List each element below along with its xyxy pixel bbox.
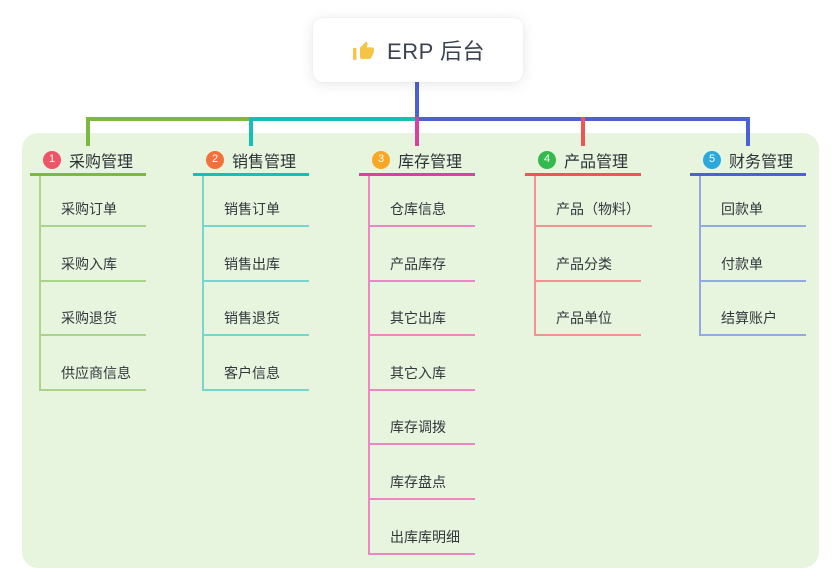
branch-inventory-children: 仓库信息 产品库存 其它出库 其它入库 库存调拨 库存盘点 出库库明细 <box>368 176 475 555</box>
child-node[interactable]: 销售出库 <box>204 227 309 282</box>
child-node[interactable]: 付款单 <box>701 227 806 282</box>
connector-bus-green <box>86 117 253 121</box>
child-node[interactable]: 其它出库 <box>370 282 475 337</box>
branch-purchase-title-node[interactable]: 1 采购管理 <box>30 146 146 176</box>
connector-root-vertical <box>415 82 419 121</box>
child-node[interactable]: 回款单 <box>701 176 806 227</box>
priority-badge-4: 4 <box>538 150 556 169</box>
child-node[interactable]: 产品（物料） <box>536 176 652 227</box>
child-node[interactable]: 销售退货 <box>204 282 309 337</box>
branch-title: 库存管理 <box>398 153 463 171</box>
priority-badge-5: 5 <box>703 150 721 169</box>
child-node[interactable]: 出库库明细 <box>370 500 475 555</box>
child-node[interactable]: 产品单位 <box>536 282 641 337</box>
branch-sales-title-node[interactable]: 2 销售管理 <box>193 146 309 176</box>
child-node[interactable]: 库存盘点 <box>370 445 475 500</box>
child-node[interactable]: 结算账户 <box>701 282 806 337</box>
root-node[interactable]: ERP 后台 <box>313 18 523 82</box>
branch-finance-title-node[interactable]: 5 财务管理 <box>690 146 806 176</box>
branch-sales: 2 销售管理 销售订单 销售出库 销售退货 客户信息 <box>193 146 309 391</box>
priority-badge-2: 2 <box>206 150 224 169</box>
branch-title: 财务管理 <box>729 153 794 171</box>
branch-title: 产品管理 <box>564 153 629 171</box>
child-node[interactable]: 采购入库 <box>41 227 146 282</box>
connector-drop-inventory <box>415 117 419 146</box>
child-node[interactable]: 产品分类 <box>536 227 641 282</box>
branches-background-panel <box>22 133 819 568</box>
child-node[interactable]: 产品库存 <box>370 227 475 282</box>
child-node[interactable]: 销售订单 <box>204 176 309 227</box>
child-node[interactable]: 库存调拨 <box>370 391 475 446</box>
branch-product: 4 产品管理 产品（物料） 产品分类 产品单位 <box>525 146 652 337</box>
child-node[interactable]: 采购退货 <box>41 282 146 337</box>
priority-badge-1: 1 <box>43 150 61 169</box>
connector-drop-finance <box>746 117 750 146</box>
child-node[interactable]: 采购订单 <box>41 176 146 227</box>
branch-inventory: 3 库存管理 仓库信息 产品库存 其它出库 其它入库 库存调拨 库存盘点 出库库… <box>359 146 475 555</box>
connector-bus-teal <box>251 117 419 121</box>
child-node[interactable]: 客户信息 <box>204 336 309 391</box>
priority-badge-3: 3 <box>372 150 390 169</box>
root-node-label: ERP 后台 <box>387 39 485 64</box>
child-node[interactable]: 仓库信息 <box>370 176 475 227</box>
branch-product-children: 产品（物料） 产品分类 产品单位 <box>534 176 652 337</box>
branch-inventory-title-node[interactable]: 3 库存管理 <box>359 146 475 176</box>
branch-purchase-children: 采购订单 采购入库 采购退货 供应商信息 <box>39 176 146 391</box>
connector-drop-purchase <box>86 117 90 146</box>
thumbs-up-icon <box>351 38 376 63</box>
branch-title: 采购管理 <box>69 153 134 171</box>
branch-finance: 5 财务管理 回款单 付款单 结算账户 <box>690 146 806 337</box>
branch-purchase: 1 采购管理 采购订单 采购入库 采购退货 供应商信息 <box>30 146 146 391</box>
child-node[interactable]: 其它入库 <box>370 336 475 391</box>
branch-finance-children: 回款单 付款单 结算账户 <box>699 176 806 337</box>
child-node[interactable]: 供应商信息 <box>41 336 146 391</box>
branch-sales-children: 销售订单 销售出库 销售退货 客户信息 <box>202 176 309 391</box>
connector-drop-product <box>581 117 585 146</box>
branch-title: 销售管理 <box>232 153 297 171</box>
connector-drop-sales <box>249 117 253 146</box>
branch-product-title-node[interactable]: 4 产品管理 <box>525 146 641 176</box>
